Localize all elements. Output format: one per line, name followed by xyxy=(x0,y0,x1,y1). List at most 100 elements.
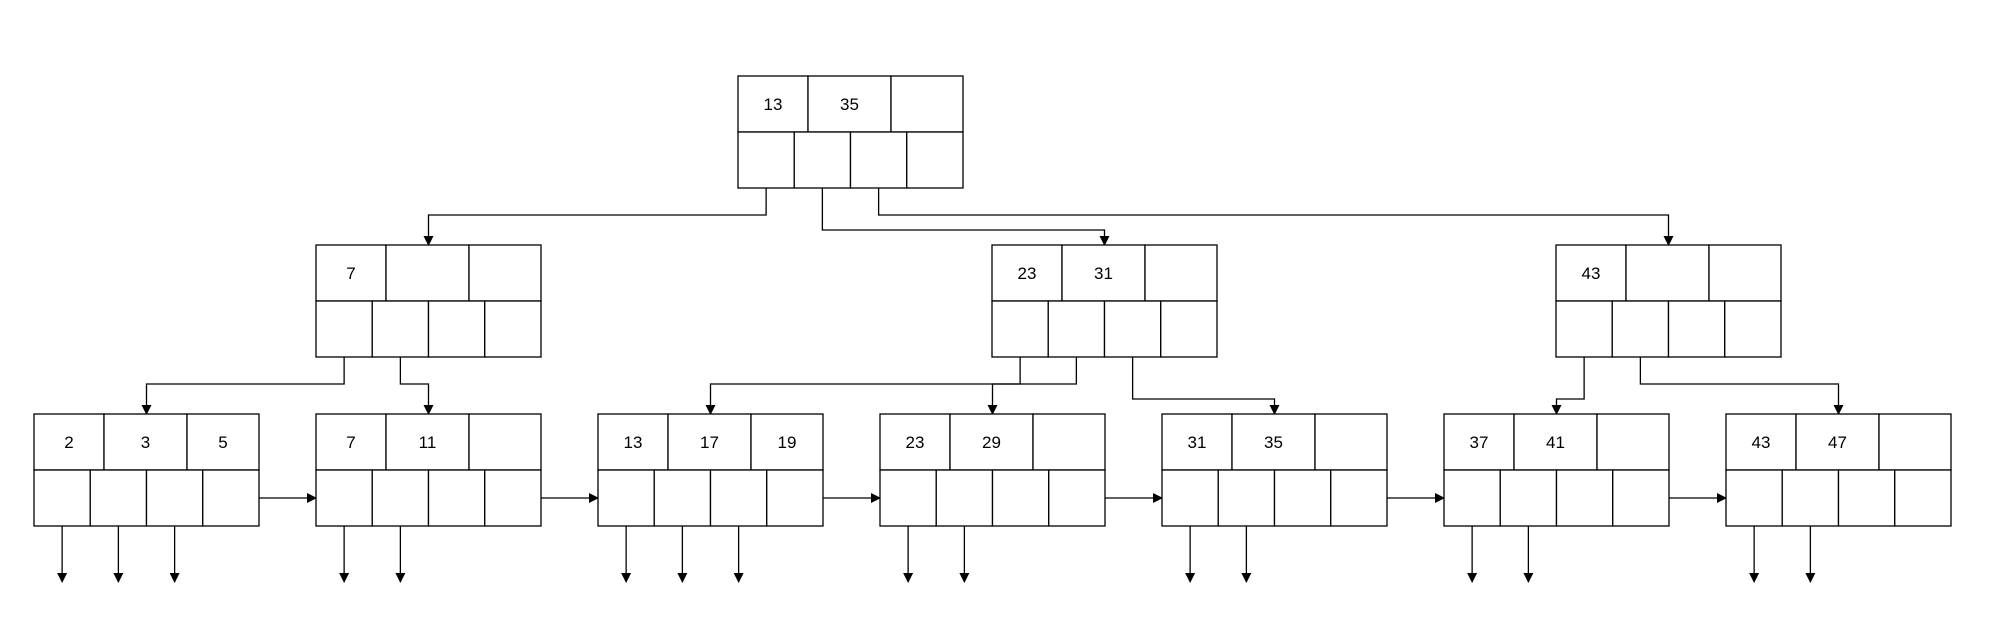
key-cell xyxy=(1061,244,1146,302)
key-label: 5 xyxy=(218,433,227,452)
key-cell xyxy=(879,413,951,471)
key-label: 31 xyxy=(1094,264,1113,283)
child-pointer-arrow xyxy=(1639,357,1844,415)
key-label: 37 xyxy=(1470,433,1489,452)
key-cell xyxy=(1555,244,1627,302)
child-pointer-arrow xyxy=(141,357,345,415)
key-cell xyxy=(1314,413,1388,471)
pointer-cell xyxy=(1894,469,1952,527)
pointer-cell xyxy=(766,469,824,527)
pointer-cell xyxy=(1725,469,1783,527)
key-cell xyxy=(807,75,892,133)
child-pointer-arrow xyxy=(1551,357,1585,415)
internal-node: 23 31 xyxy=(991,244,1218,358)
pointer-cell xyxy=(1273,469,1332,527)
pointer-cell xyxy=(597,469,655,527)
leaf-node: 37 41 xyxy=(1443,413,1670,527)
pointer-cell xyxy=(1837,469,1896,527)
key-label: 35 xyxy=(840,95,859,114)
key-label: 13 xyxy=(624,433,643,452)
pointer-cell xyxy=(653,469,712,527)
key-label: 43 xyxy=(1582,264,1601,283)
key-cell xyxy=(1625,244,1710,302)
key-cell xyxy=(1231,413,1316,471)
key-cell xyxy=(468,244,542,302)
key-cell xyxy=(1708,244,1782,302)
pointer-cell xyxy=(33,469,91,527)
key-label: 7 xyxy=(346,264,355,283)
pointer-cell xyxy=(1217,469,1276,527)
key-cell xyxy=(1513,413,1598,471)
key-cell xyxy=(385,413,470,471)
leaf-node: 43 47 xyxy=(1725,413,1952,527)
key-label: 13 xyxy=(764,95,783,114)
key-cell xyxy=(1725,413,1797,471)
internal-node: 7 xyxy=(315,244,542,358)
child-pointer-arrow xyxy=(399,357,434,415)
child-pointer-arrow xyxy=(1131,357,1280,415)
pointer-cell xyxy=(991,300,1049,358)
pointer-cell xyxy=(427,469,486,527)
key-cell xyxy=(890,75,964,133)
key-cell xyxy=(1032,413,1106,471)
key-label: 3 xyxy=(141,433,150,452)
root-node: 13 35 xyxy=(737,75,964,189)
key-cell xyxy=(33,413,105,471)
pointer-cell xyxy=(709,469,768,527)
pointer-cell xyxy=(1611,300,1670,358)
key-cell xyxy=(1596,413,1670,471)
child-pointer-arrow xyxy=(821,188,1110,246)
pointer-cell xyxy=(1724,300,1782,358)
child-pointer-arrow xyxy=(877,188,1674,246)
key-label: 29 xyxy=(982,433,1001,452)
pointer-cell xyxy=(793,131,852,189)
key-cell xyxy=(1144,244,1218,302)
key-cell xyxy=(597,413,669,471)
key-label: 17 xyxy=(700,433,719,452)
pointer-cell xyxy=(371,300,430,358)
key-label: 23 xyxy=(1018,264,1037,283)
pointer-cell xyxy=(991,469,1050,527)
pointer-cell xyxy=(427,300,486,358)
key-label: 43 xyxy=(1752,433,1771,452)
key-label: 31 xyxy=(1188,433,1207,452)
leaf-node: 31 35 xyxy=(1161,413,1388,527)
child-pointer-arrow xyxy=(423,188,767,246)
key-label: 2 xyxy=(64,433,73,452)
key-label: 7 xyxy=(346,433,355,452)
pointer-cell xyxy=(935,469,994,527)
pointer-cell xyxy=(737,131,795,189)
leaf-node: 13 17 19 xyxy=(597,413,824,527)
pointer-cell xyxy=(906,131,964,189)
pointer-cell xyxy=(1048,469,1106,527)
key-cell xyxy=(737,75,809,133)
key-cell xyxy=(1161,413,1233,471)
pointer-cell xyxy=(1103,300,1162,358)
pointer-cell xyxy=(315,300,373,358)
pointer-cell xyxy=(1781,469,1840,527)
pointer-cell xyxy=(1612,469,1670,527)
pointer-cell xyxy=(89,469,148,527)
key-label: 47 xyxy=(1828,433,1847,452)
key-cell xyxy=(103,413,188,471)
pointer-cell xyxy=(1555,469,1614,527)
pointer-cell xyxy=(1160,300,1218,358)
pointer-cell xyxy=(1667,300,1726,358)
key-cell xyxy=(468,413,542,471)
key-label: 41 xyxy=(1546,433,1565,452)
key-label: 19 xyxy=(778,433,797,452)
pointer-cell xyxy=(849,131,908,189)
internal-node: 43 xyxy=(1555,244,1782,358)
key-cell xyxy=(1878,413,1952,471)
pointer-cell xyxy=(315,469,373,527)
key-label: 35 xyxy=(1264,433,1283,452)
pointer-cell xyxy=(1047,300,1106,358)
pointer-cell xyxy=(484,469,542,527)
tree-edges xyxy=(57,188,1844,583)
key-cell xyxy=(385,244,470,302)
key-cell xyxy=(991,244,1063,302)
